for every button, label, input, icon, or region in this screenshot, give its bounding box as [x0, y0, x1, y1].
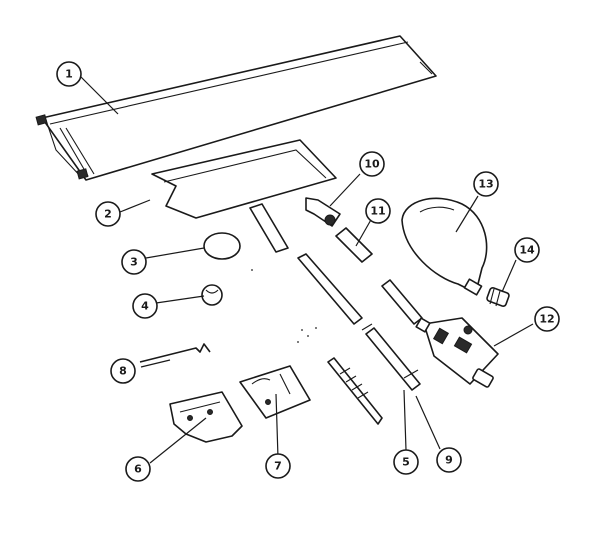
ring-part — [203, 232, 241, 260]
callout-label: 11 — [370, 205, 385, 218]
long-tube-part — [297, 253, 363, 325]
fitting-part — [305, 197, 341, 227]
callout-10: 10 — [359, 151, 385, 177]
bulb-part — [401, 197, 488, 296]
bracket-part — [169, 391, 243, 443]
callout-label: 6 — [134, 463, 142, 476]
valve-block-part — [415, 317, 499, 388]
callout-label: 1 — [65, 68, 73, 81]
clip-wire-part — [139, 343, 211, 363]
callout-6: 6 — [125, 456, 151, 482]
callout-13: 13 — [473, 171, 499, 197]
callout-5: 5 — [393, 449, 419, 475]
mounting-plate-part — [239, 365, 311, 419]
ball-valve-part — [201, 284, 223, 306]
cuff-part — [35, 35, 437, 181]
callout-label: 2 — [104, 208, 112, 221]
callout-4: 4 — [132, 293, 158, 319]
callout-2: 2 — [95, 201, 121, 227]
callout-label: 9 — [445, 454, 453, 467]
callout-label: 7 — [274, 460, 282, 473]
callout-12: 12 — [534, 306, 560, 332]
callout-3: 3 — [121, 249, 147, 275]
callout-label: 12 — [539, 313, 554, 326]
callout-14: 14 — [514, 237, 540, 263]
bladder-part — [151, 139, 337, 253]
callout-label: 10 — [364, 158, 380, 171]
callout-1: 1 — [56, 61, 82, 87]
screw-part — [327, 357, 383, 425]
callout-11: 11 — [365, 198, 391, 224]
connector-part — [486, 287, 510, 307]
rod-part — [361, 323, 421, 391]
callout-8: 8 — [110, 358, 136, 384]
callout-label: 13 — [478, 178, 493, 191]
short-tube-part — [335, 227, 373, 263]
callout-9: 9 — [436, 447, 462, 473]
callout-label: 5 — [402, 456, 410, 469]
leader-lines — [79, 75, 534, 464]
mid-tube-part — [381, 279, 423, 325]
callout-7: 7 — [265, 453, 291, 479]
callout-label: 4 — [141, 300, 149, 313]
callout-label: 8 — [119, 365, 127, 378]
print-specks — [251, 269, 317, 343]
callout-label: 14 — [519, 244, 535, 257]
callout-label: 3 — [130, 256, 138, 269]
